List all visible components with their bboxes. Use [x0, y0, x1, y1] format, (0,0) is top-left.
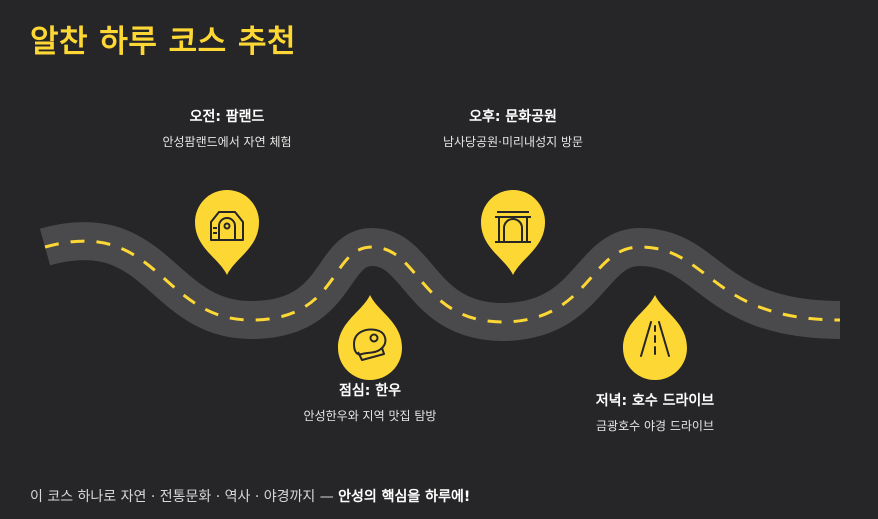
steak-icon [353, 328, 387, 361]
stop-description: 남사당공원·미리내성지 방문 [442, 135, 584, 149]
pin-morning [195, 190, 259, 275]
road-icon [640, 321, 670, 357]
stop-afternoon: 오후: 문화공원 남사당공원·미리내성지 방문 [438, 108, 588, 151]
road-surface [39, 222, 841, 342]
stop-name: 오후: 문화공원 [469, 109, 557, 125]
stop-name: 점심: 한우 [339, 383, 401, 399]
stop-morning: 오전: 팜랜드 안성팜랜드에서 자연 체험 [152, 108, 302, 151]
footer-text: 이 코스 하나로 자연 · 전통문화 · 역사 · 야경까지 — [30, 489, 334, 505]
pin-afternoon [481, 190, 545, 275]
stop-description: 안성한우와 지역 맛집 탐방 [303, 409, 437, 423]
page-title: 알찬 하루 코스 추천 [30, 24, 297, 60]
stop-name: 저녁: 호수 드라이브 [595, 393, 715, 409]
road-centerline [44, 239, 841, 324]
stop-evening: 저녁: 호수 드라이브 금광호수 야경 드라이브 [570, 392, 740, 435]
footer-note: 이 코스 하나로 자연 · 전통문화 · 역사 · 야경까지 — 안성의 핵심을… [30, 486, 470, 506]
footer-highlight: 안성의 핵심을 하루에! [338, 489, 471, 505]
stop-description: 금광호수 야경 드라이브 [595, 419, 715, 433]
pin-lunch [338, 295, 402, 380]
stop-description: 안성팜랜드에서 자연 체험 [162, 135, 292, 149]
barn-icon [210, 211, 244, 241]
stop-lunch: 점심: 한우 안성한우와 지역 맛집 탐방 [294, 382, 446, 425]
arch-gate-icon [495, 211, 531, 243]
stop-name: 오전: 팜랜드 [189, 109, 265, 125]
pin-evening [623, 295, 687, 380]
